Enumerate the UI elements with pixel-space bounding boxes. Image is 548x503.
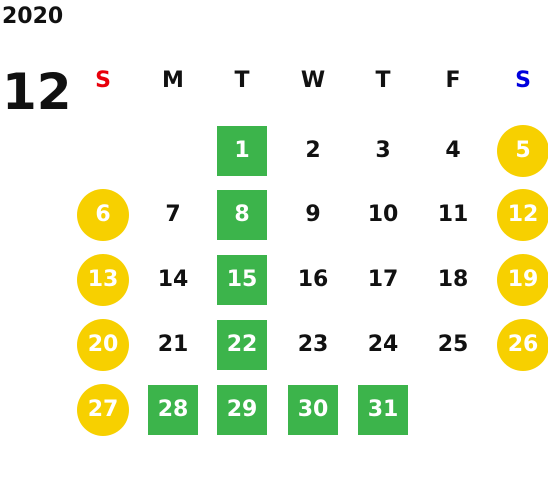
calendar-day-2[interactable]: 2	[305, 138, 321, 163]
year-label: 2020	[2, 4, 64, 29]
weekday-header: S M T W T F S	[0, 58, 548, 104]
weekday-tuesday: T	[234, 68, 250, 93]
month-label: 12	[2, 63, 72, 121]
calendar-day-21[interactable]: 21	[157, 332, 189, 357]
calendar-day-23[interactable]: 23	[297, 332, 329, 357]
weekday-sunday: S	[95, 68, 111, 93]
calendar-day-22[interactable]: 22	[217, 320, 267, 370]
calendar-day-27[interactable]: 27	[77, 384, 129, 436]
weekday-friday: F	[445, 68, 461, 93]
calendar-day-10[interactable]: 10	[367, 202, 399, 227]
calendar-day-16[interactable]: 16	[297, 267, 329, 292]
calendar-day-20[interactable]: 20	[77, 319, 129, 371]
calendar-day-14[interactable]: 14	[157, 267, 189, 292]
calendar-day-30[interactable]: 30	[288, 385, 338, 435]
calendar-day-15[interactable]: 15	[217, 255, 267, 305]
calendar-day-13[interactable]: 13	[77, 254, 129, 306]
calendar-day-17[interactable]: 17	[367, 267, 399, 292]
calendar-day-4[interactable]: 4	[445, 138, 461, 163]
calendar-day-24[interactable]: 24	[367, 332, 399, 357]
calendar-day-19[interactable]: 19	[497, 254, 548, 306]
calendar-day-31[interactable]: 31	[358, 385, 408, 435]
calendar-day-12[interactable]: 12	[497, 189, 548, 241]
calendar-day-1[interactable]: 1	[217, 126, 267, 176]
calendar-day-8[interactable]: 8	[217, 190, 267, 240]
calendar-day-29[interactable]: 29	[217, 385, 267, 435]
calendar-day-18[interactable]: 18	[437, 267, 469, 292]
calendar-day-26[interactable]: 26	[497, 319, 548, 371]
calendar-day-9[interactable]: 9	[305, 202, 321, 227]
calendar-day-11[interactable]: 11	[437, 202, 469, 227]
calendar-day-5[interactable]: 5	[497, 125, 548, 177]
weekday-saturday: S	[515, 68, 531, 93]
calendar-day-3[interactable]: 3	[375, 138, 391, 163]
calendar-day-7[interactable]: 7	[165, 202, 181, 227]
calendar-day-6[interactable]: 6	[77, 189, 129, 241]
weekday-thursday: T	[375, 68, 391, 93]
calendar-day-25[interactable]: 25	[437, 332, 469, 357]
weekday-wednesday: W	[300, 68, 326, 93]
calendar-day-28[interactable]: 28	[148, 385, 198, 435]
weekday-monday: M	[162, 68, 184, 93]
